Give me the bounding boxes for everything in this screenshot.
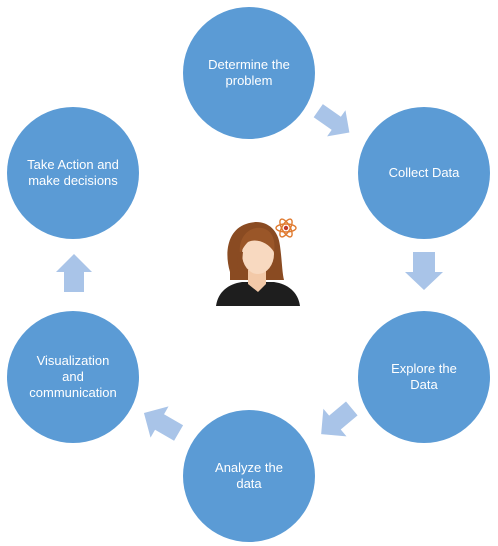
step-analyze-data: Analyze the data [183, 410, 315, 542]
arrow-5-icon [56, 254, 92, 292]
step-label: Take Action and make decisions [27, 157, 119, 188]
step-label: Analyze the data [215, 460, 283, 491]
step-determine-problem: Determine the problem [183, 7, 315, 139]
arrow-4-icon [143, 406, 184, 441]
step-collect-data: Collect Data [358, 107, 490, 239]
step-label: Determine the problem [208, 57, 290, 88]
step-label: Collect Data [388, 165, 460, 180]
step-label: Visualization and communication [29, 353, 117, 400]
step-explore-data: Explore the Data [358, 311, 490, 443]
arrow-2-icon [405, 252, 443, 290]
woman-thinking-icon [216, 218, 300, 306]
step-label: Explore the Data [391, 361, 457, 392]
step-take-action: Take Action and make decisions [7, 107, 139, 239]
step-visualization: Visualization and communication [7, 311, 139, 443]
arrow-3-icon [321, 401, 358, 437]
arrow-1-icon [313, 104, 350, 137]
